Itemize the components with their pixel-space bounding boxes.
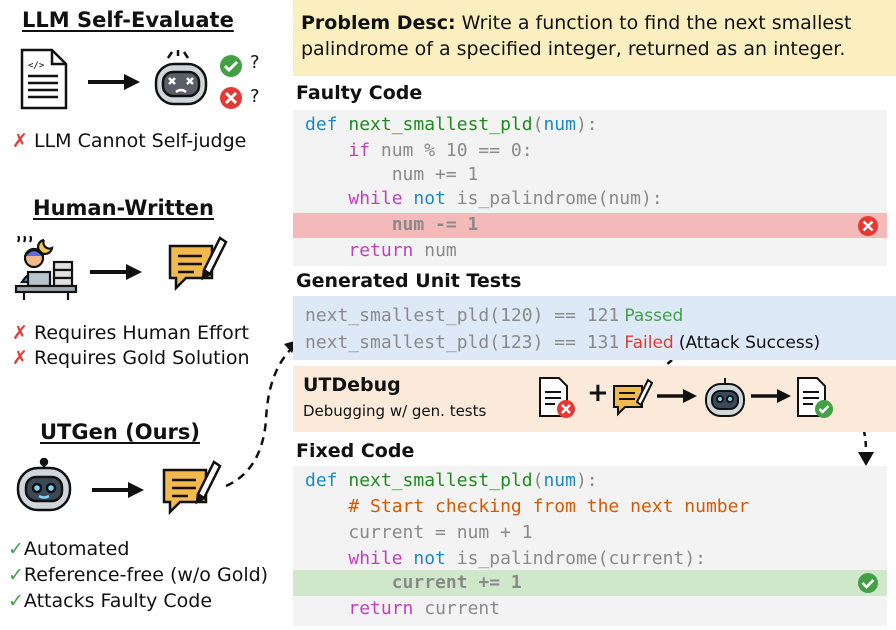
utgen-heading: UTGen (Ours): [40, 420, 200, 444]
utgen-pro-2: ✓Reference-free (w/o Gold): [8, 564, 269, 586]
plus-sign: +: [587, 378, 609, 408]
writing-note-icon: [613, 378, 653, 417]
writing-note-icon: [162, 460, 222, 516]
utgen-pro-1: ✓Automated: [8, 538, 130, 560]
writing-note-icon: [168, 236, 228, 292]
arrow-right-icon: [751, 389, 791, 403]
code-line: num += 1: [305, 164, 479, 185]
question-mark: ?: [250, 52, 260, 73]
generated-tests-title: Generated Unit Tests: [296, 270, 522, 292]
test-row: next_smallest_pld(120) == 121 Passed: [305, 305, 684, 326]
check-circle-icon: [220, 55, 242, 77]
arrow-right-icon: [90, 264, 142, 280]
utdebug-title: UTDebug: [303, 374, 401, 396]
human-con-2: ✗ Requires Gold Solution: [12, 347, 250, 369]
faulty-line: num -= 1: [305, 214, 479, 235]
fixed-code-block: def next_smallest_pld(num): # Start chec…: [293, 466, 887, 626]
problem-line-2: palindrome of a specified integer, retur…: [301, 38, 846, 60]
x-circle-icon: [858, 216, 878, 236]
utgen-pro-3: ✓Attacks Faulty Code: [8, 590, 213, 612]
faulty-line-highlight: [293, 213, 887, 238]
check-circle-icon: [858, 573, 878, 593]
faulty-code-block: def next_smallest_pld(num): if num % 10 …: [293, 110, 887, 266]
code-line: while not is_palindrome(num):: [348, 188, 663, 209]
problem-label: Problem Desc:: [301, 12, 456, 34]
code-line: return current: [348, 598, 501, 619]
attack-note: (Attack Success): [678, 333, 821, 353]
code-line: return num: [348, 240, 457, 261]
fixed-line: current += 1: [305, 572, 522, 593]
arrow-right-icon: [657, 389, 697, 403]
svg-text:</>: </>: [28, 61, 45, 71]
problem-description-box: Problem Desc: Write a function to find t…: [293, 0, 896, 76]
faulty-document-icon: [539, 377, 575, 418]
llm-self-evaluate-heading: LLM Self-Evaluate: [22, 8, 234, 32]
utdebug-subtitle: Debugging w/ gen. tests: [303, 402, 487, 420]
fixed-line-highlight: [293, 570, 887, 596]
test-row: next_smallest_pld(123) == 131 Failed (At…: [305, 332, 821, 353]
code-line: def next_smallest_pld(num):: [305, 470, 598, 491]
code-line: while not is_palindrome(current):: [348, 548, 706, 569]
document-icon: </>: [20, 48, 68, 110]
robot-icon: [705, 378, 745, 417]
fixed-document-icon: [797, 377, 833, 418]
confused-robot-icon: [154, 50, 208, 106]
arrow-right-icon: [92, 482, 144, 498]
code-comment: # Start checking from the next number: [305, 496, 750, 517]
human-con-1: ✗ Requires Human Effort: [12, 322, 249, 344]
code-line: current = num + 1: [305, 522, 533, 543]
generated-tests-box: next_smallest_pld(120) == 121 Passed nex…: [293, 296, 896, 360]
llm-con: ✗ LLM Cannot Self-judge: [12, 130, 247, 152]
robot-icon: [16, 458, 72, 512]
human-written-heading: Human-Written: [33, 196, 214, 220]
failed-status: Failed: [624, 333, 674, 353]
code-line: def next_smallest_pld(num):: [305, 114, 598, 135]
arrow-right-icon: [88, 74, 140, 90]
fixed-code-title: Fixed Code: [296, 440, 415, 462]
utdebug-box: UTDebug Debugging w/ gen. tests +: [293, 366, 896, 432]
person-at-desk-icon: [14, 236, 78, 300]
x-circle-icon: [220, 87, 242, 109]
problem-line-1: Write a function to find the next smalle…: [455, 12, 852, 34]
passed-status: Passed: [624, 306, 684, 326]
code-line: if num % 10 == 0:: [348, 140, 533, 161]
faulty-code-title: Faulty Code: [296, 82, 423, 104]
question-mark: ?: [250, 86, 260, 107]
